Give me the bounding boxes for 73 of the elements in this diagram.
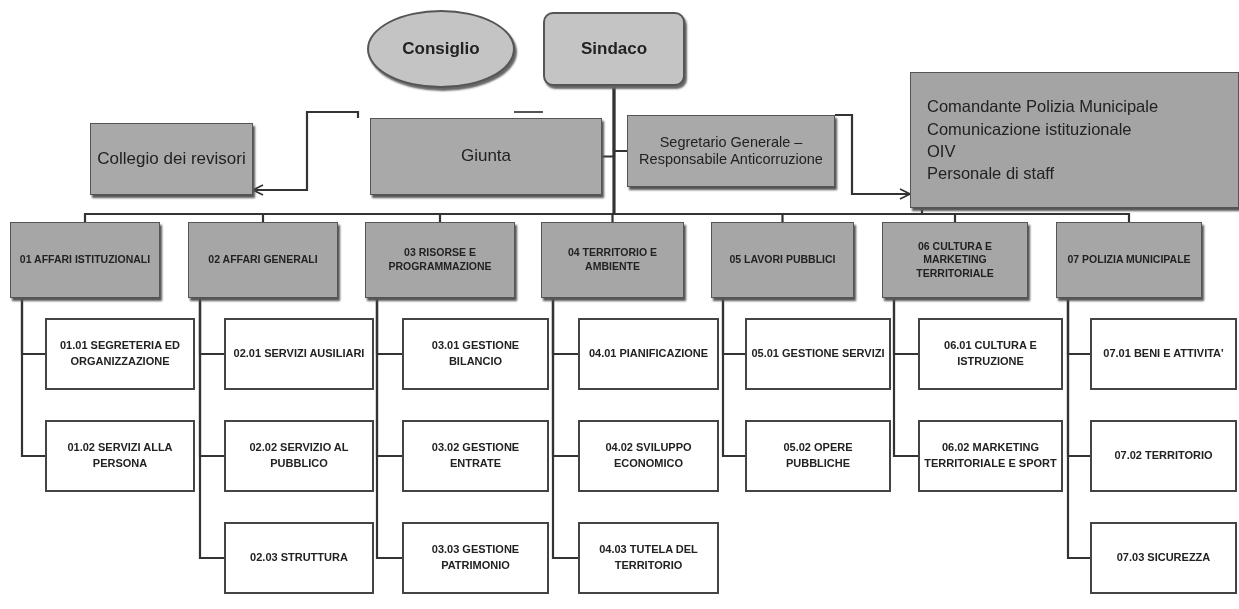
department-box (188, 222, 338, 298)
org-box (90, 123, 253, 195)
node-label: 05 LAVORI PUBBLICI (729, 253, 836, 267)
office-box (1090, 420, 1237, 492)
connector-line (551, 298, 578, 560)
node-label: 03.03 GESTIONE PATRIMONIO (430, 542, 521, 573)
node-label: 03.02 GESTIONE ENTRATE (430, 440, 521, 471)
department-box (365, 222, 515, 298)
office-box (918, 420, 1063, 492)
connector-line (892, 298, 918, 458)
node-label: 01.01 SEGRETERIA ED ORGANIZZAZIONE (59, 338, 181, 369)
node-label: Personale di staff (927, 163, 1055, 185)
node-label: 02.02 SERVIZIO AL PUBBLICO (248, 440, 350, 471)
office-box (745, 318, 891, 390)
department-box (541, 222, 684, 298)
node-label: Segretario Generale – Responsabile Anticorruzione (638, 133, 824, 169)
node-label: 04.03 TUTELA DEL TERRITORIO (598, 542, 699, 573)
office-box (45, 318, 195, 390)
office-box (1090, 318, 1237, 390)
office-box (918, 318, 1063, 390)
node-label: 01.02 SERVIZI ALLA PERSONA (66, 440, 174, 471)
connector-line (721, 298, 745, 458)
rounded-box (543, 12, 685, 86)
node-label: 07.02 TERRITORIO (1114, 448, 1213, 464)
node-label: 03 RISORSE E PROGRAMMAZIONE (387, 246, 493, 274)
node-label: 02.03 STRUTTURA (250, 550, 348, 566)
node-label: Collegio dei revisori (97, 148, 246, 170)
office-box (578, 522, 719, 594)
node-label: OIV (927, 141, 956, 162)
node-label: Giunta (460, 146, 512, 167)
arrow (835, 113, 911, 200)
arrow (252, 110, 360, 196)
department-box (882, 222, 1028, 298)
office-box (1090, 522, 1237, 594)
department-box (711, 222, 854, 298)
office-box (224, 420, 374, 492)
office-box (224, 522, 374, 594)
org-box (627, 115, 835, 187)
node-label: Comunicazione istituzionale (927, 118, 1132, 140)
connector-line (375, 298, 402, 560)
office-box (745, 420, 891, 492)
node-label: 04.02 SVILUPPO ECONOMICO (604, 440, 693, 471)
office-box (402, 522, 549, 594)
node-label: 02 AFFARI GENERALI (208, 253, 318, 267)
staff-box (910, 72, 1239, 208)
connector-line (1066, 298, 1090, 560)
node-label: 03.01 GESTIONE BILANCIO (430, 338, 521, 369)
node-label: 06.01 CULTURA E ISTRUZIONE (943, 338, 1038, 369)
node-label: 07.03 SICUREZZA (1116, 550, 1211, 566)
office-box (45, 420, 195, 492)
department-box (10, 222, 160, 298)
node-label: 05.01 GESTIONE SERVIZI (751, 346, 885, 362)
node-label: 01 AFFARI ISTITUZIONALI (19, 253, 151, 267)
connector-line (20, 298, 45, 458)
office-box (402, 318, 549, 390)
office-box (224, 318, 374, 390)
node-label: 05.02 OPERE PUBBLICHE (782, 440, 854, 471)
node-label: 07 POLIZIA MUNICIPALE (1067, 253, 1191, 267)
office-box (578, 318, 719, 390)
connector-line (198, 298, 224, 560)
node-label: 06 CULTURA E MARKETING TERRITORIALE (915, 239, 995, 281)
node-label: 04 TERRITORIO E AMBIENTE (566, 246, 659, 274)
department-box (1056, 222, 1202, 298)
office-box (402, 420, 549, 492)
node-label: Consiglio (402, 39, 480, 59)
office-box (578, 420, 719, 492)
node-label: 06.02 MARKETING TERRITORIALE E SPORT (924, 440, 1057, 471)
node-label: 07.01 BENI E ATTIVITA' (1103, 346, 1224, 362)
node-label: Sindaco (580, 39, 648, 59)
node-label: 04.01 PIANIFICAZIONE (588, 346, 709, 362)
org-box (370, 118, 602, 195)
node-label: Comandante Polizia Municipale (927, 96, 1159, 118)
node-label: 02.01 SERVIZI AUSILIARI (233, 346, 365, 362)
